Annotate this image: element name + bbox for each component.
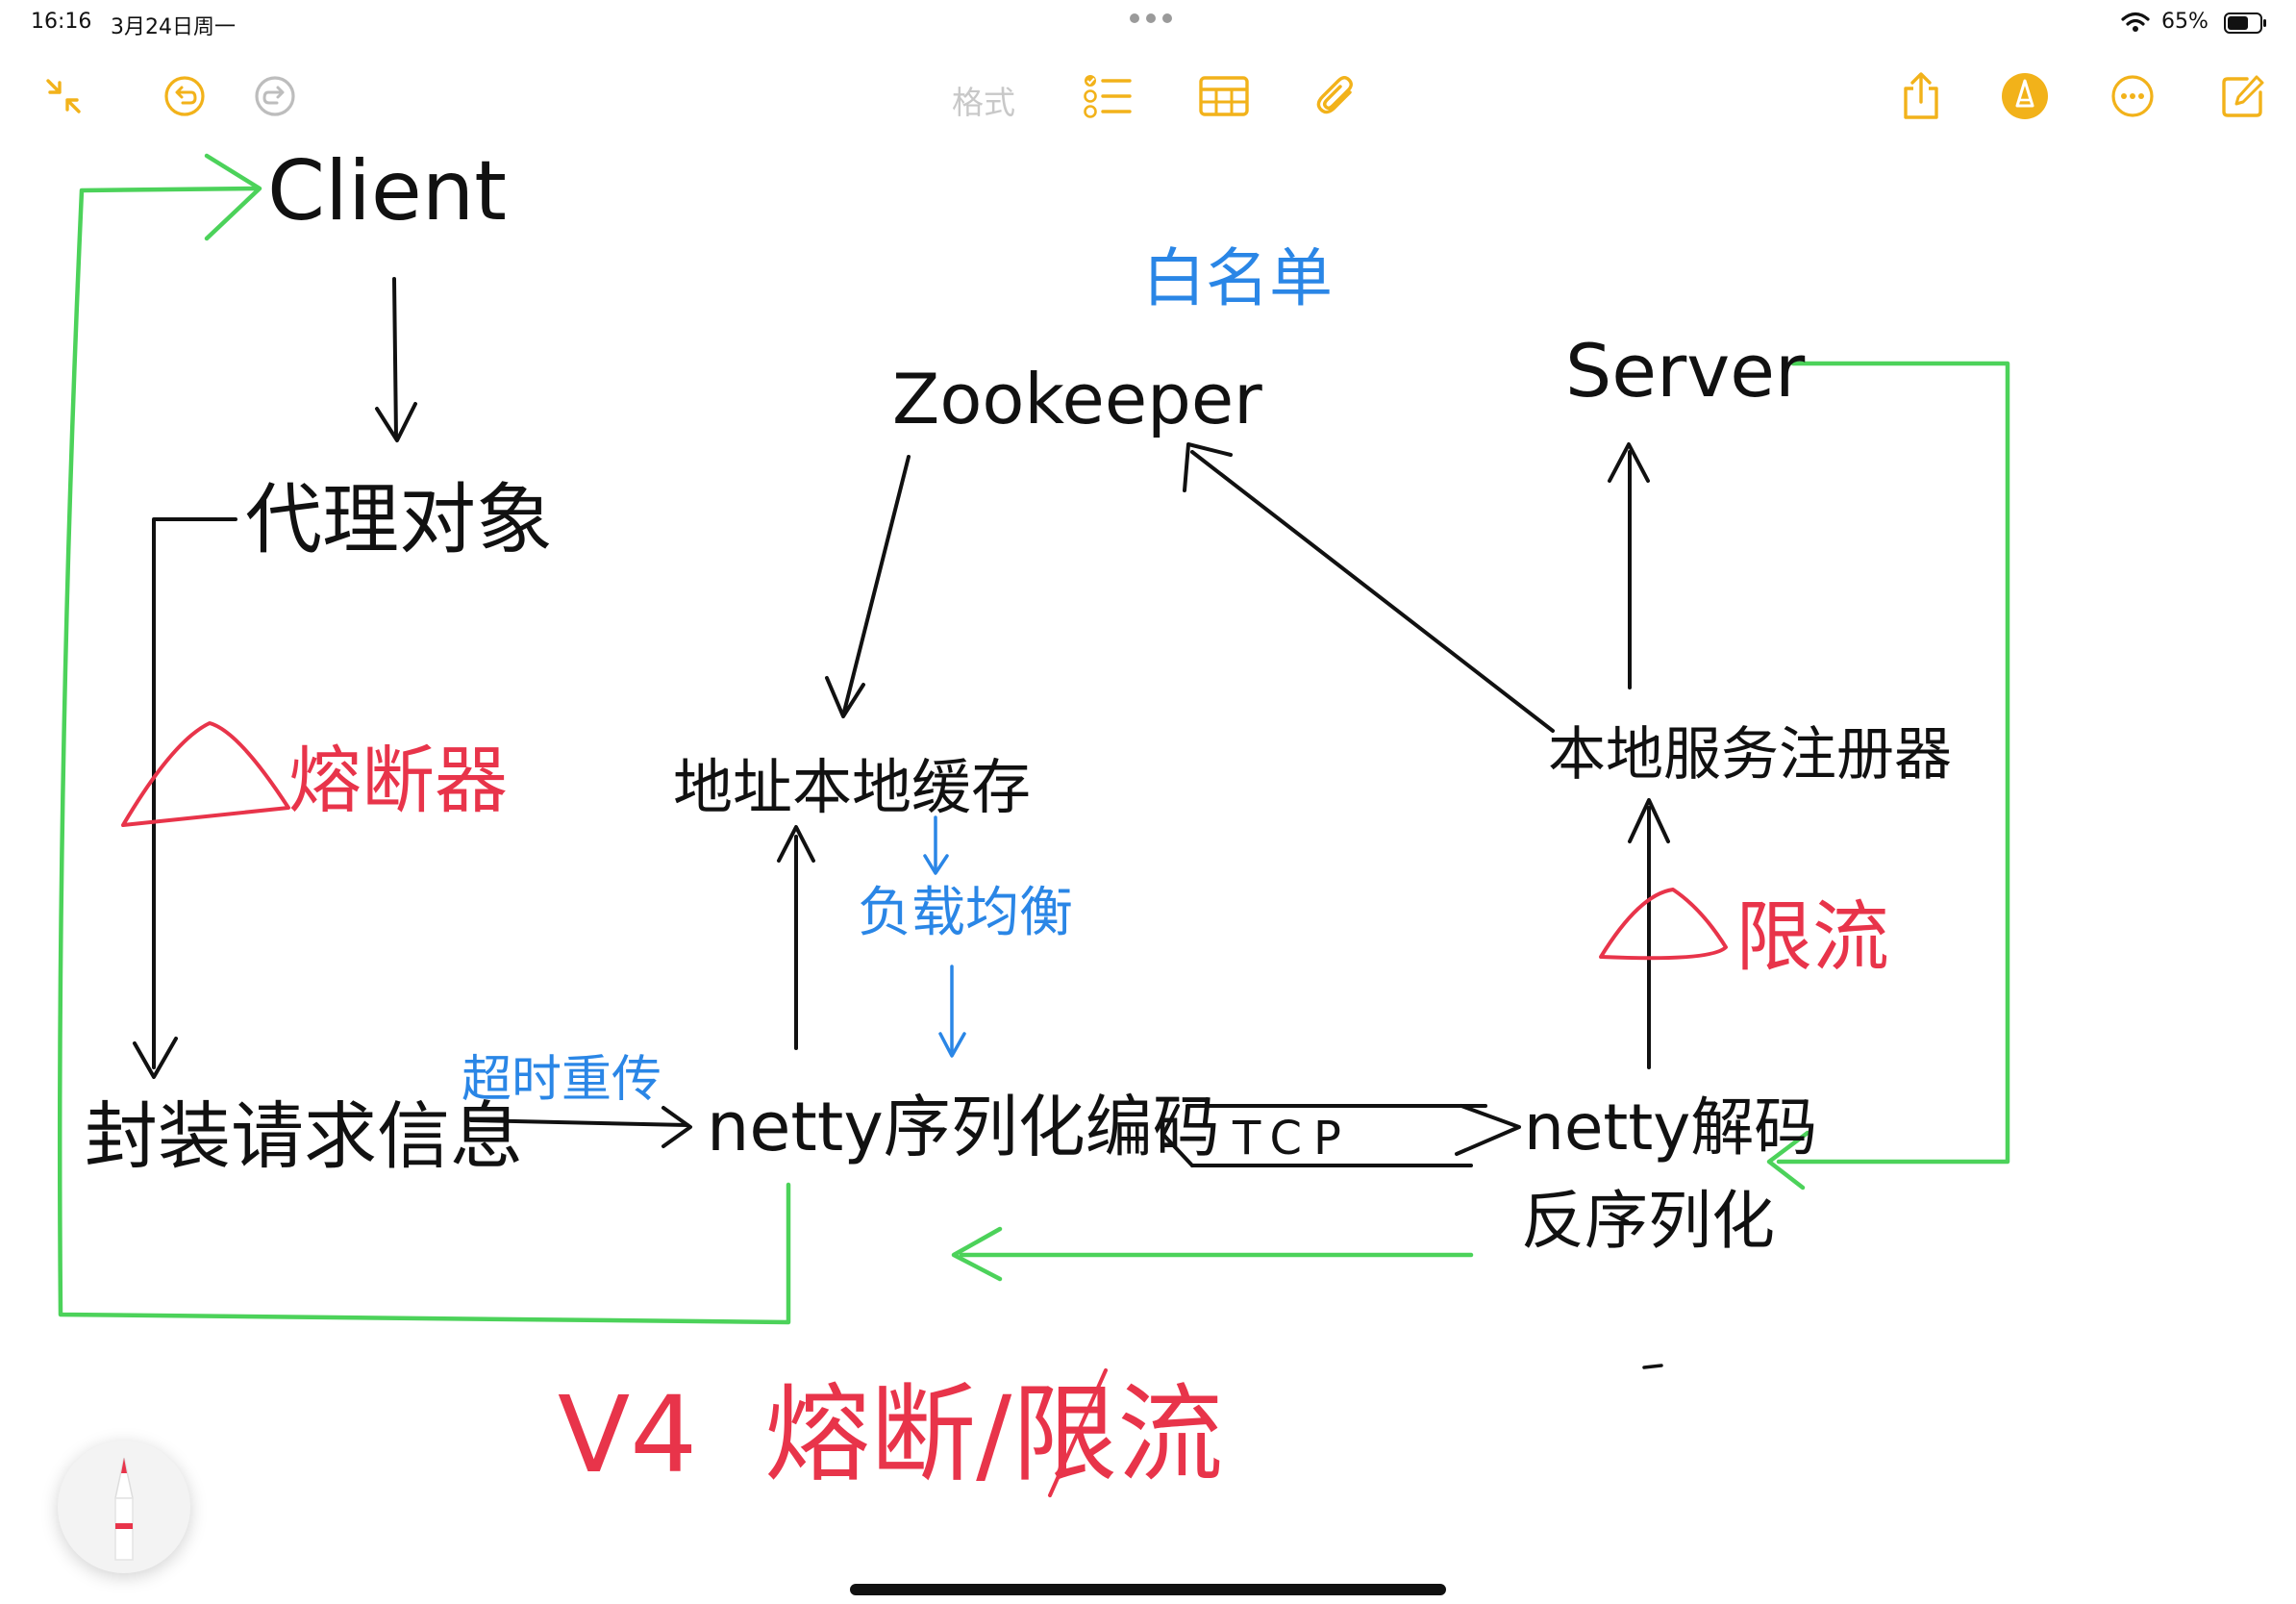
green-server-loop [1776,361,2010,1165]
encapsulate-request-label: 封装请求信息 [85,1093,523,1179]
checklist-icon [1084,75,1132,118]
timeout-retry-label: 超时重传 [462,1051,661,1109]
deserialize-label: 反序列化 [1521,1184,1775,1258]
whitelist-label: 白名单 [1142,241,1333,315]
compose-button[interactable] [2216,69,2270,123]
zookeeper-label: Zookeeper [892,359,1262,439]
battery-icon [2224,13,2266,34]
green-arrowhead-decode [1766,1130,1810,1190]
circuit-breaker-label: 熔断器 [288,738,508,823]
proxy-label: 代理对象 [245,475,553,564]
collapse-button[interactable] [37,69,90,123]
load-balance-label: 负载均衡 [858,882,1073,944]
client-label: Client [267,143,507,239]
redo-icon [255,76,295,116]
battery-percent: 65% [2161,10,2209,34]
wifi-icon [2121,12,2150,32]
footer-title: V4 熔断/限流 [558,1373,1223,1496]
table-icon [1199,76,1249,116]
footer-slash [1048,1368,1108,1497]
local-registry-label: 本地服务注册器 [1548,721,1952,789]
status-bar: 16:16 3月24日周一 65% [0,0,2296,50]
compose-icon [2222,75,2264,117]
redo-button[interactable] [248,69,302,123]
collapse-icon [46,79,81,113]
green-return-loop-left [57,186,791,1325]
home-indicator[interactable] [850,1584,1446,1595]
server-label: Server [1565,328,1806,414]
circuit-breaker-triangle [121,721,290,827]
markup-pen-icon [2002,73,2048,119]
rate-limit-label: 限流 [1735,892,1889,982]
undo-icon [164,76,205,116]
arrow-zookeeper-to-cache [842,455,911,714]
markup-button[interactable] [1998,69,2052,123]
share-button[interactable] [1894,69,1948,123]
attachment-button[interactable] [1310,69,1363,123]
undo-button[interactable] [158,69,212,123]
attachment-icon [1316,76,1353,114]
netty-decode-label: netty解码 [1524,1090,1817,1165]
address-cache-label: 地址本地缓存 [673,752,1031,822]
pencil-tool-button[interactable] [58,1441,190,1573]
table-button[interactable] [1197,69,1251,123]
tcp-label: TCP [1232,1112,1353,1165]
green-return-arrowhead [951,1226,1003,1282]
share-icon [1904,72,1938,119]
format-button[interactable]: 格式 [952,84,1015,121]
status-time: 16:16 [31,10,92,34]
more-button[interactable] [2106,69,2159,123]
more-icon [2111,75,2154,117]
checklist-button[interactable] [1081,69,1135,123]
arrow-registry-to-zookeeper [1190,450,1555,733]
netty-encode-label: netty序列化编码 [707,1088,1220,1166]
arrow-request-to-netty [469,1118,689,1127]
multitasking-dots-icon[interactable] [1127,12,1175,25]
status-date: 3月24日周一 [111,15,236,39]
pencil-icon [114,1457,134,1561]
green-arrowhead-client [204,153,262,241]
line-proxy-left [152,517,237,1069]
rate-limit-triangle [1599,888,1728,961]
arrow-client-to-proxy [392,277,398,439]
